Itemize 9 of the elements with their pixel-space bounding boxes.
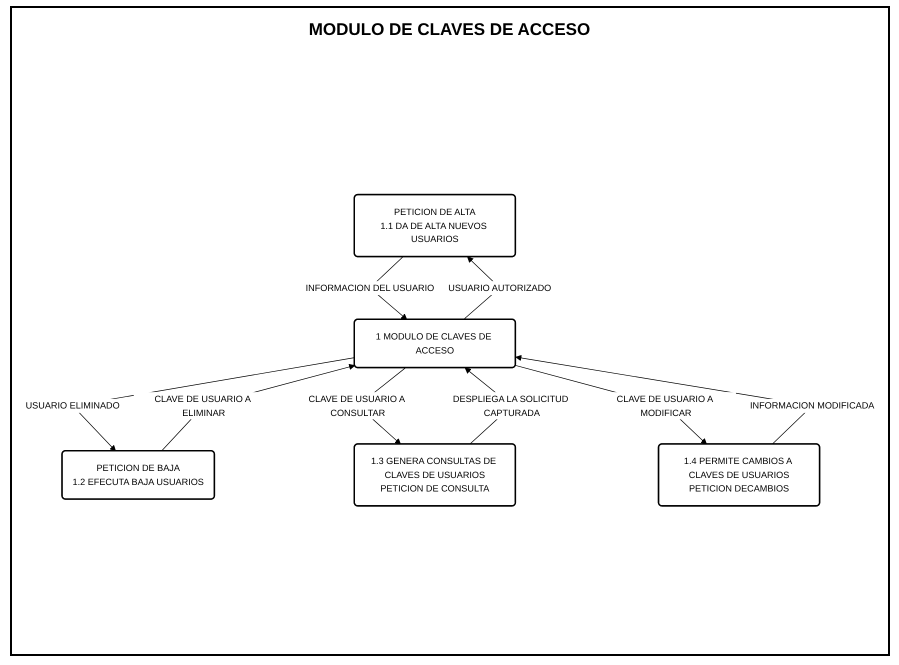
edge-label: INFORMACION DEL USUARIO (305, 282, 434, 293)
edge-label: USUARIO ELIMINADO (25, 400, 120, 411)
edge-label: DESPLIEGA LA SOLICITUD CAPTURADA (452, 393, 568, 418)
edge-label: USUARIO AUTORIZADO (448, 282, 551, 293)
edge-label: CLAVE DE USUARIO A MODIFICAR (616, 393, 712, 418)
edge-label: CLAVE DE USUARIO A ELIMINAR (154, 393, 250, 418)
edge-label: CLAVE DE USUARIO A CONSULTAR (308, 393, 404, 418)
diagram-title: MODULO DE CLAVES DE ACCESO (308, 20, 590, 40)
edge-label: INFORMACION MODIFICADA (749, 400, 874, 411)
